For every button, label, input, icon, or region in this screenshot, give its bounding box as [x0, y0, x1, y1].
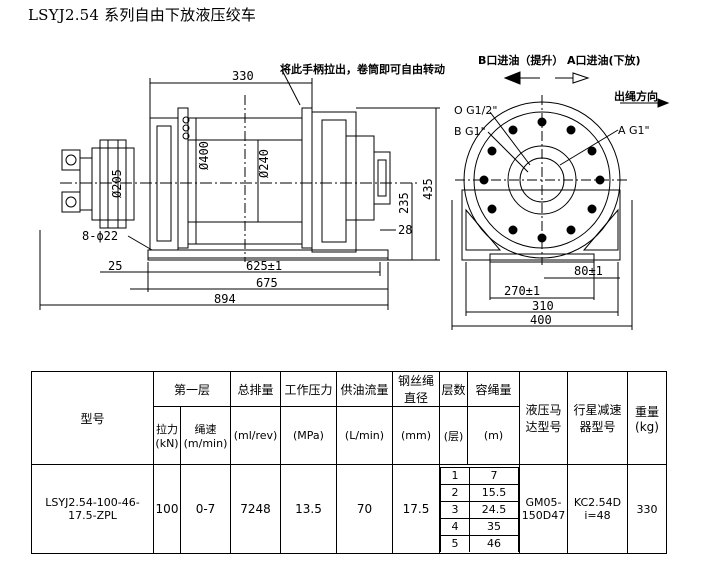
- layer-4: 4: [440, 517, 470, 536]
- dim-80: 80±1: [574, 264, 603, 278]
- row-pull: 100: [153, 464, 181, 554]
- dim-holes: 8-ϕ22: [82, 229, 118, 243]
- layer-3: 3: [440, 500, 470, 519]
- header-pressure: 工作压力: [280, 371, 337, 407]
- row-speed: 0-7: [180, 464, 231, 554]
- layer-2: 2: [440, 483, 470, 502]
- dim-400w: 400: [530, 313, 552, 327]
- sub-speed-unit: (m/min): [183, 437, 228, 450]
- header-flow: 供油流量: [336, 371, 393, 407]
- port-b-note: B口进油（提升）: [478, 53, 563, 67]
- row-weight: 330: [627, 464, 667, 554]
- port-b-label: B G1": [454, 125, 486, 138]
- sub-layer-unit: (层): [439, 406, 468, 465]
- sub-pull: 拉力 (kN): [153, 406, 181, 465]
- rope-direction-label: 出绳方向: [614, 89, 658, 103]
- row-gearbox: KC2.54D i=48: [567, 464, 628, 554]
- row-pressure: 13.5: [280, 464, 337, 554]
- header-gearbox: 行星减速器型号: [567, 371, 628, 465]
- row-motor: GM05-150D47: [519, 464, 568, 554]
- header-weight: 重量 (kg): [627, 371, 667, 465]
- right-flange: [301, 107, 313, 249]
- dim-310: 310: [532, 299, 554, 313]
- dim-400: Ø400: [197, 141, 211, 170]
- sub-pull-unit: (kN): [155, 437, 179, 450]
- dim-675: 675: [256, 276, 278, 290]
- row-displacement: 7248: [230, 464, 281, 554]
- capacity-4: 35: [469, 517, 519, 536]
- header-motor: 液压马达型号: [519, 371, 568, 465]
- header-layer1: 第一层: [153, 371, 231, 407]
- port-a-note: A口进油(下放): [567, 53, 641, 67]
- dim-28: 28: [398, 223, 412, 237]
- row-flow: 70: [336, 464, 393, 554]
- capacity-5: 46: [469, 534, 519, 552]
- page-title: LSYJ2.54 系列自由下放液压绞车: [28, 6, 257, 24]
- dim-894: 894: [214, 292, 236, 306]
- technical-drawing: 将此手柄拉出，卷筒即可自由转动 B口进油（提升） A口进油(下放) 出绳方向 O…: [39, 53, 670, 330]
- dim-205: Ø205: [110, 169, 124, 198]
- sub-pres-unit: (MPa): [280, 406, 337, 465]
- sub-disp-unit: (ml/rev): [230, 406, 281, 465]
- header-weight-unit: (kg): [635, 419, 659, 434]
- dim-270: 270±1: [504, 284, 540, 298]
- sub-cap-unit: (m): [467, 406, 520, 465]
- capacity-3: 24.5: [469, 500, 519, 519]
- spec-table: 型号 第一层 总排量 工作压力 供油流量 钢丝绳直径 层数 容绳量 液压马达型号…: [31, 371, 667, 554]
- port-a-label: A G1": [618, 124, 650, 137]
- header-layers: 层数: [439, 371, 468, 407]
- header-rope-dia: 钢丝绳直径: [392, 371, 440, 407]
- sub-speed: 绳速 (m/min): [180, 406, 231, 465]
- header-displacement: 总排量: [230, 371, 281, 407]
- row-model: LSYJ2.54-100-46-17.5-ZPL: [31, 464, 154, 554]
- layer-1: 1: [440, 466, 470, 485]
- sub-rope-unit: (mm): [392, 406, 440, 465]
- header-weight-label: 重量: [634, 404, 659, 419]
- release-note: 将此手柄拉出，卷筒即可自由转动: [280, 62, 445, 76]
- dim-330: 330: [232, 69, 254, 83]
- sub-flow-unit: (L/min): [336, 406, 393, 465]
- dim-625: 625±1: [246, 259, 282, 273]
- dim-25: 25: [108, 259, 122, 273]
- port-o-label: O G1/2": [454, 104, 497, 117]
- capacity-2: 15.5: [469, 483, 519, 502]
- sub-speed-label: 绳速: [194, 423, 217, 436]
- header-capacity: 容绳量: [467, 371, 520, 407]
- layer-5: 5: [440, 534, 470, 552]
- sub-pull-label: 拉力: [156, 423, 178, 436]
- capacity-1: 7: [469, 466, 519, 485]
- header-model: 型号: [31, 371, 154, 465]
- dim-435: 435: [421, 178, 435, 200]
- dim-235: 235: [397, 192, 411, 214]
- row-rope-dia: 17.5: [392, 464, 440, 554]
- dim-240: Ø240: [257, 149, 271, 178]
